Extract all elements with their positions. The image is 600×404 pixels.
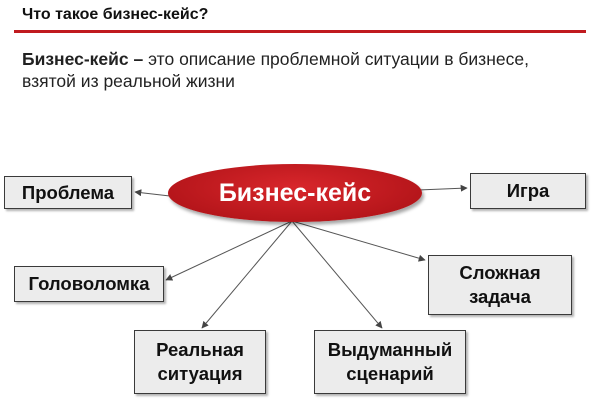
node-problem-label: Проблема: [21, 181, 115, 203]
center-node-label: Бизнес-кейс: [218, 178, 372, 207]
connector-to-puzzle: [165, 220, 293, 281]
center-node: Бизнес-кейс: [168, 164, 422, 222]
node-fictional-scenario-label: Выдуманный сценарий: [327, 339, 453, 384]
node-problem: Проблема: [4, 176, 132, 209]
node-complex-task: Сложная задача: [428, 255, 572, 315]
node-real-situation-label: Реальная ситуация: [156, 339, 244, 384]
node-puzzle-label: Головоломка: [28, 273, 150, 294]
node-real-situation: Реальная ситуация: [134, 330, 266, 394]
node-puzzle: Головоломка: [14, 266, 164, 302]
definition-body: это описание проблемной ситуации в бизне…: [22, 49, 529, 91]
definition-term: Бизнес-кейс –: [22, 49, 144, 69]
connector-to-fictional-scenario: [291, 220, 383, 329]
node-game: Игра: [470, 173, 586, 209]
slide-title: Что такое бизнес-кейс?: [22, 6, 209, 23]
definition-text: Бизнес-кейс – это описание проблемной си…: [22, 48, 582, 92]
connector-to-real-situation: [201, 220, 293, 329]
connector-to-complex-task: [291, 220, 426, 262]
node-game-label: Игра: [506, 180, 550, 201]
title-underline: [14, 30, 586, 33]
node-fictional-scenario: Выдуманный сценарий: [314, 330, 466, 394]
node-complex-task-label: Сложная задача: [459, 262, 541, 307]
